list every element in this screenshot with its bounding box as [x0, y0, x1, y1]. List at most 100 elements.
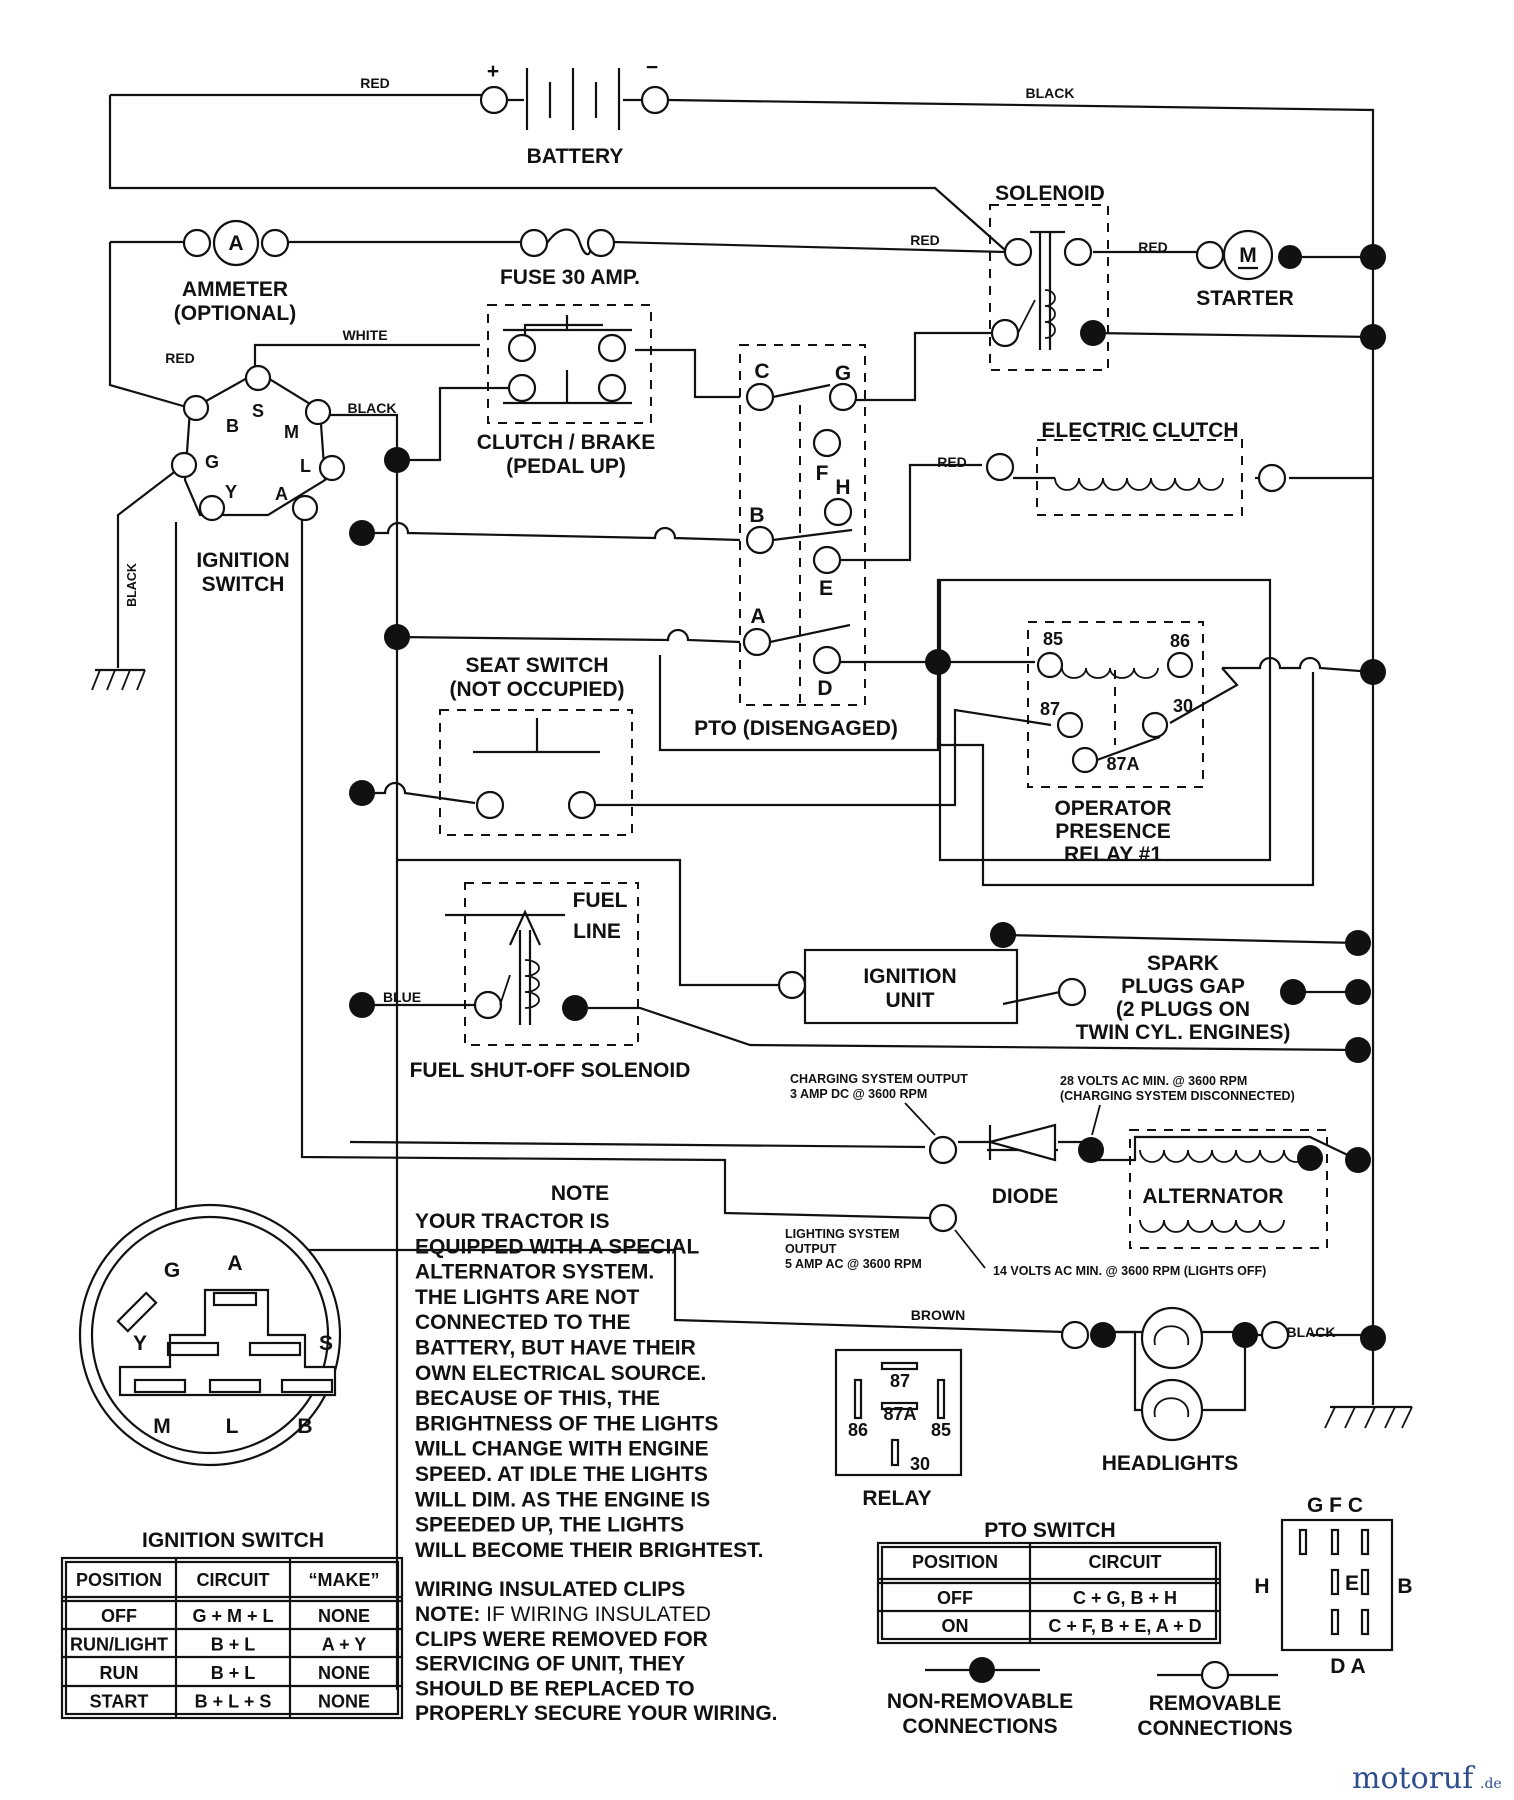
battery-negative-symbol: − [646, 56, 658, 79]
relay-label-87a: 87A [1106, 754, 1139, 774]
battery-negative-terminal [640, 85, 670, 115]
ignition-letter-b: B [226, 416, 239, 436]
clips-note-lead: NOTE: [415, 1603, 480, 1626]
relay-pin-86 [1166, 651, 1194, 679]
relay-label-presence: PRESENCE [1055, 820, 1171, 843]
pto-table-cell: C + G, B + H [1073, 1588, 1177, 1608]
ignition-switch-face: G A Y S M L B [78, 1203, 342, 1467]
ignition-table-header: POSITION [76, 1570, 162, 1590]
starter-motor [1222, 229, 1274, 281]
spark-plugs-note-1: (2 PLUGS ON [1116, 998, 1250, 1021]
relay-pinout-30: 30 [910, 1454, 930, 1474]
seat-switch-sublabel: (NOT OCCUPIED) [450, 678, 625, 701]
face-letter-m: M [153, 1415, 171, 1438]
relay-label-86: 86 [1170, 631, 1190, 651]
face-letter-a: A [227, 1252, 242, 1275]
solenoid-terminal-2 [1063, 237, 1093, 267]
ignition-terminal-m [304, 398, 332, 426]
wire-label-white: WHITE [342, 327, 387, 343]
ignition-table-cell: G + M + L [192, 1606, 273, 1626]
relay-pinout-85: 85 [931, 1420, 951, 1440]
face-letter-s: S [319, 1332, 333, 1355]
pto-letter-d: D [817, 677, 832, 700]
ignition-table-cell: RUN/LIGHT [70, 1635, 168, 1655]
relay-pinout-86: 86 [848, 1420, 868, 1440]
pto-table-header: POSITION [912, 1552, 998, 1572]
ammeter: A AMMETER (OPTIONAL) [174, 219, 296, 325]
ignition-table-cell: RUN [100, 1663, 139, 1683]
clips-note-line: SERVICING OF UNIT, THEY [415, 1653, 685, 1676]
note-line: CONNECTED TO THE [415, 1311, 630, 1334]
solenoid-label: SOLENOID [995, 182, 1105, 205]
ignition-table-cell: A + Y [322, 1635, 367, 1655]
face-letter-l: L [226, 1415, 239, 1438]
relay-label-30: 30 [1173, 696, 1193, 716]
note-line: BRIGHTNESS OF THE LIGHTS [415, 1412, 718, 1435]
wire-label-red-clutch: RED [937, 454, 967, 470]
pto-table-cell: C + F, B + E, A + D [1048, 1616, 1201, 1636]
headlight-2 [1140, 1378, 1204, 1442]
relay-pin-87 [1056, 711, 1084, 739]
relay-pin-30 [1141, 711, 1169, 739]
pto-terminal-a [742, 627, 772, 657]
ignition-table-cell: NONE [318, 1606, 370, 1626]
lighting-output-line2: OUTPUT [785, 1242, 837, 1256]
lighting-output-line1: LIGHTING SYSTEM [785, 1227, 900, 1241]
pto-terminal-e [812, 545, 842, 575]
watermark-text: motoruf [1352, 1761, 1475, 1796]
lighting-output-line3: 5 AMP AC @ 3600 RPM [785, 1257, 922, 1271]
lighting-output-terminal [928, 1203, 958, 1233]
ignition-terminal-b [182, 394, 210, 422]
ignition-table-cell: NONE [318, 1692, 370, 1712]
ignition-switch-label: IGNITION [196, 549, 289, 572]
note-line: OWN ELECTRICAL SOURCE. [415, 1362, 706, 1385]
headlights: HEADLIGHTS [1060, 1306, 1386, 1475]
watermark: motoruf .de [1352, 1761, 1502, 1796]
ignition-table-cell: NONE [318, 1663, 370, 1683]
watermark-suffix: .de [1480, 1776, 1502, 1792]
ignition-terminal-s [244, 364, 272, 392]
fuse-label: FUSE 30 AMP. [500, 266, 640, 289]
diode-and-alternator: DIODE ALTERNATOR [928, 1123, 1328, 1249]
ignition-terminal-l [318, 454, 346, 482]
pto-face-center-letter: E [1345, 1572, 1359, 1595]
note-line: BECAUSE OF THIS, THE [415, 1387, 660, 1410]
ignition-table-header: CIRCUIT [197, 1570, 270, 1590]
ammeter-gauge [212, 219, 260, 267]
note-line: EQUIPPED WITH A SPECIAL [415, 1235, 699, 1258]
ignition-letter-g: G [205, 452, 219, 472]
note-line: SPEED. AT IDLE THE LIGHTS [415, 1463, 708, 1486]
volts28-line2: (CHARGING SYSTEM DISCONNECTED) [1060, 1089, 1295, 1103]
legend: NON-REMOVABLE CONNECTIONS REMOVABLE CONN… [887, 1657, 1293, 1740]
note-line: YOUR TRACTOR IS [415, 1210, 609, 1233]
headlights-label: HEADLIGHTS [1102, 1452, 1239, 1475]
fuel-solenoid-label: FUEL SHUT-OFF SOLENOID [410, 1059, 691, 1082]
electric-clutch-label: ELECTRIC CLUTCH [1041, 419, 1238, 442]
starter-label: STARTER [1196, 287, 1294, 310]
junction-dots [349, 244, 1386, 1173]
pto-letter-c: C [754, 360, 769, 383]
wire-label-blue: BLUE [383, 989, 421, 1005]
clips-note-first: IF WIRING INSULATED [480, 1603, 711, 1626]
clips-note-title: WIRING INSULATED CLIPS [415, 1578, 685, 1601]
ignition-table-cell: B + L [211, 1663, 256, 1683]
fuel-line-label: FUEL [573, 889, 628, 912]
electric-clutch: ELECTRIC CLUTCH [985, 419, 1287, 516]
ignition-letter-y: Y [225, 482, 237, 502]
pto-terminal-f [812, 428, 842, 458]
solenoid-terminal-1 [1003, 237, 1033, 267]
pto-letter-f: F [816, 462, 829, 485]
seat-switch-label: SEAT SWITCH [465, 654, 608, 677]
pto-table-header: CIRCUIT [1089, 1552, 1162, 1572]
clutch-brake-sublabel: (PEDAL UP) [506, 455, 626, 478]
pto-letter-b: B [749, 504, 764, 527]
clips-note-line: PROPERLY SECURE YOUR WIRING. [415, 1702, 778, 1725]
note-line: WILL CHANGE WITH ENGINE [415, 1438, 709, 1461]
relay-label-number: RELAY #1 [1064, 843, 1162, 866]
battery-positive-terminal [479, 85, 509, 115]
relay-label-operator: OPERATOR [1054, 797, 1171, 820]
pto-switch: C G F H B E A D PTO (DISENGAGED) [694, 344, 898, 740]
spark-plugs-note-2: TWIN CYL. ENGINES) [1076, 1021, 1291, 1044]
